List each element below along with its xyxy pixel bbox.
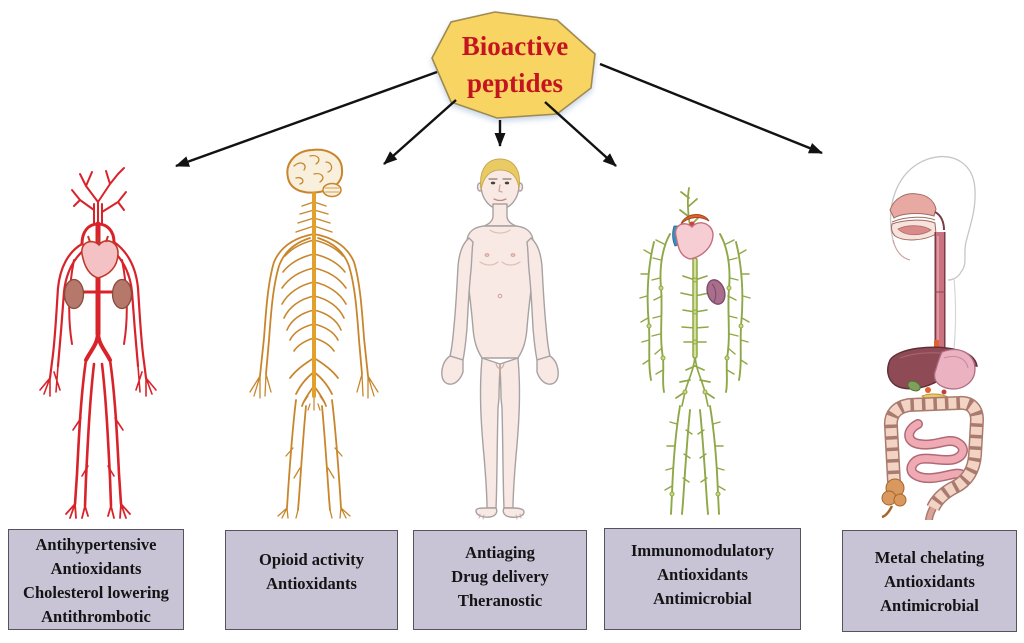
eye-left-icon — [490, 181, 496, 185]
nasal-cavity-icon — [889, 193, 937, 219]
label-box-nervous: Opioid activity Antioxidants — [225, 530, 398, 630]
arrow-to-digestive — [599, 62, 823, 155]
hand-right — [536, 355, 559, 385]
cardiovascular-system-illustration — [39, 167, 157, 519]
heart-icon — [81, 240, 119, 279]
effect-label: Theranostic — [457, 591, 543, 610]
effect-label: Antimicrobial — [880, 596, 979, 615]
label-box-digestive: Metal chelating Antioxidants Antimicrobi… — [842, 530, 1017, 632]
diagram-title: Bioactive peptides — [425, 8, 605, 122]
gallbladder-icon — [907, 380, 921, 392]
tongue-icon — [897, 225, 932, 236]
hand-left — [441, 355, 464, 385]
aorta-arch-icon — [680, 214, 710, 225]
foot-left — [475, 507, 498, 518]
label-box-cardiovascular: Antihypertensive Antioxidants Cholestero… — [8, 529, 184, 630]
effect-label: Drug delivery — [451, 567, 549, 586]
lymph-nodes — [646, 277, 744, 497]
cerebellum-icon — [322, 182, 342, 198]
title-line-2: peptides — [466, 68, 564, 98]
octagon-shape — [431, 11, 596, 119]
kidney-left-icon — [63, 278, 85, 310]
label-box-lymphatic: Immunomodulatory Antioxidants Antimicrob… — [604, 528, 801, 630]
effect-label: Antioxidants — [884, 572, 975, 591]
bioactive-peptides-hub: Bioactive peptides — [425, 8, 605, 122]
brain-icon — [286, 148, 344, 194]
effect-label: Antithrombotic — [41, 607, 151, 626]
effect-label: Opioid activity — [259, 550, 364, 569]
lymphatic-system-illustration — [639, 187, 751, 515]
title-line-1: Bioactive — [461, 31, 569, 61]
mouth-icon — [493, 198, 507, 202]
neck — [483, 203, 517, 227]
effect-label: Antioxidants — [266, 574, 357, 593]
digestive-system-illustration — [881, 156, 984, 520]
effect-label: Antioxidants — [50, 559, 142, 578]
effect-label: Cholesterol lowering — [23, 583, 169, 602]
label-box-body: Antiaging Drug delivery Theranostic — [413, 530, 587, 630]
head-profile-outline — [890, 156, 976, 281]
eye-right-icon — [504, 181, 510, 185]
small-intestine-icon — [904, 419, 969, 484]
heart-icon — [674, 222, 714, 260]
nervous-system-illustration — [249, 148, 379, 519]
leg-left — [479, 357, 501, 509]
effect-label: Antioxidants — [657, 565, 748, 584]
appendix-icon — [881, 505, 894, 519]
effect-label: Antiaging — [465, 543, 535, 562]
hair-icon — [480, 158, 520, 191]
effect-label: Antihypertensive — [35, 535, 157, 554]
human-body-illustration — [441, 158, 559, 520]
nose-icon — [498, 184, 503, 193]
effect-label: Immunomodulatory — [630, 541, 774, 560]
torso — [465, 225, 535, 359]
effect-label: Metal chelating — [874, 548, 985, 567]
leg-right — [499, 357, 521, 509]
effect-label: Antimicrobial — [653, 589, 752, 608]
kidney-right-icon — [111, 278, 133, 310]
navel-icon — [497, 293, 503, 299]
stomach-icon — [933, 348, 976, 390]
cecum-icon — [881, 478, 907, 519]
